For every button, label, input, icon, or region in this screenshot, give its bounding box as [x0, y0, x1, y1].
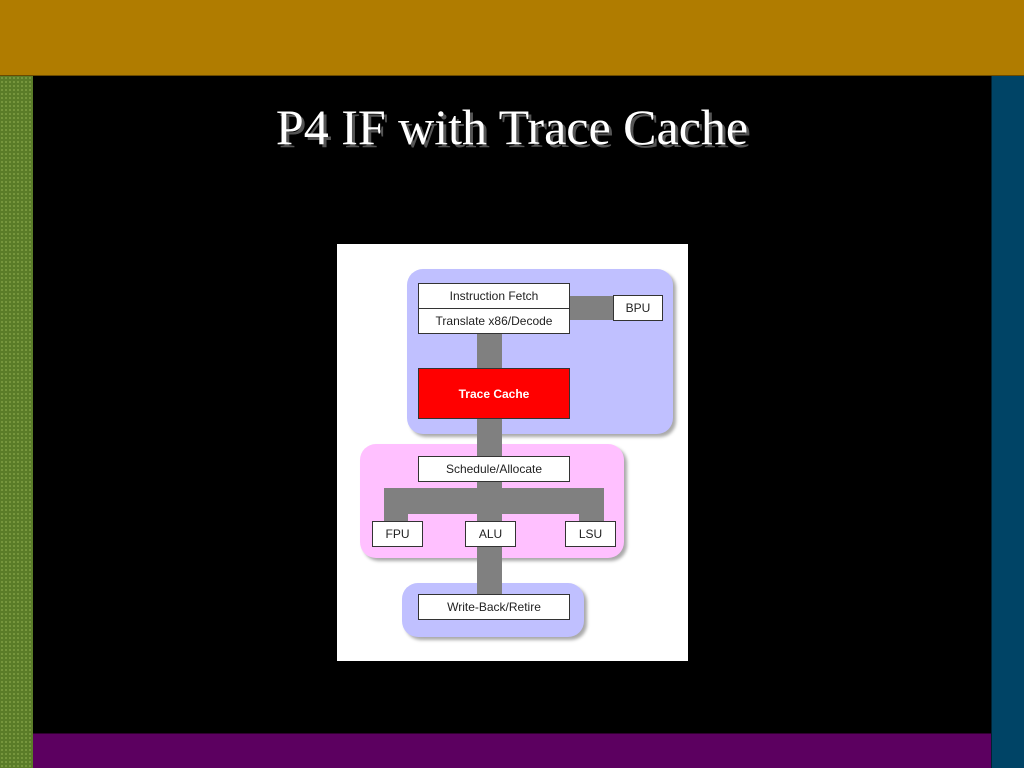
translate-decode-box: Translate x86/Decode [418, 308, 570, 334]
connector-alu-drop [477, 504, 502, 522]
connector-alu-retire [477, 547, 502, 595]
connector-decode-trace [477, 334, 502, 368]
connector-bpu [569, 296, 613, 320]
pipeline-diagram: Instruction Fetch Translate x86/Decode B… [337, 244, 688, 661]
fpu-box: FPU [372, 521, 423, 547]
connector-lsu-drop [579, 504, 604, 522]
bottom-band [33, 733, 991, 768]
top-band [0, 0, 1024, 76]
bpu-box: BPU [613, 295, 663, 321]
left-band [0, 76, 33, 768]
slide-title: P4 IF with Trace Cache [275, 99, 749, 155]
schedule-allocate-box: Schedule/Allocate [418, 456, 570, 482]
alu-box: ALU [465, 521, 516, 547]
connector-fpu-drop [384, 504, 408, 522]
connector-trace-schedule [477, 419, 502, 456]
lsu-box: LSU [565, 521, 616, 547]
right-band [991, 76, 1024, 768]
trace-cache-box: Trace Cache [418, 368, 570, 419]
write-back-retire-box: Write-Back/Retire [418, 594, 570, 620]
instruction-fetch-box: Instruction Fetch [418, 283, 570, 309]
connector-schedule-down [477, 482, 502, 492]
